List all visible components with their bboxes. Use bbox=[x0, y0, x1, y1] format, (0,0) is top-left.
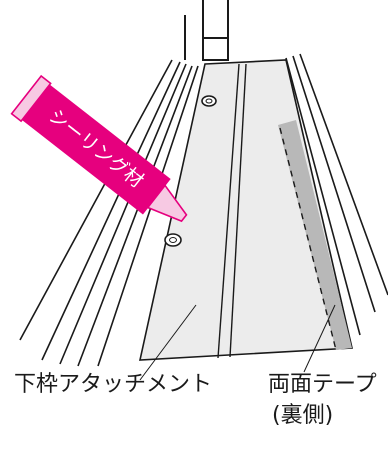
frame-post bbox=[184, 0, 229, 61]
sealant-tube-cap bbox=[10, 74, 52, 123]
leader-line-attachment bbox=[139, 304, 197, 381]
label-bottom-frame-attachment: 下枠アタッチメント bbox=[14, 372, 213, 397]
attachment-groove-lines bbox=[217, 63, 247, 359]
label-double-sided-tape-back: (裏側) bbox=[272, 403, 334, 428]
right-frame-rails bbox=[285, 53, 388, 336]
double-sided-tape-strip bbox=[278, 120, 352, 350]
left-frame-rails bbox=[19, 59, 199, 367]
screw-hole-upper bbox=[201, 95, 217, 107]
label-double-sided-tape: 両面テープ bbox=[268, 372, 377, 397]
tape-dashed-edge bbox=[279, 127, 337, 351]
screw-hole-lower bbox=[164, 233, 182, 247]
leader-line-tape bbox=[303, 304, 336, 373]
